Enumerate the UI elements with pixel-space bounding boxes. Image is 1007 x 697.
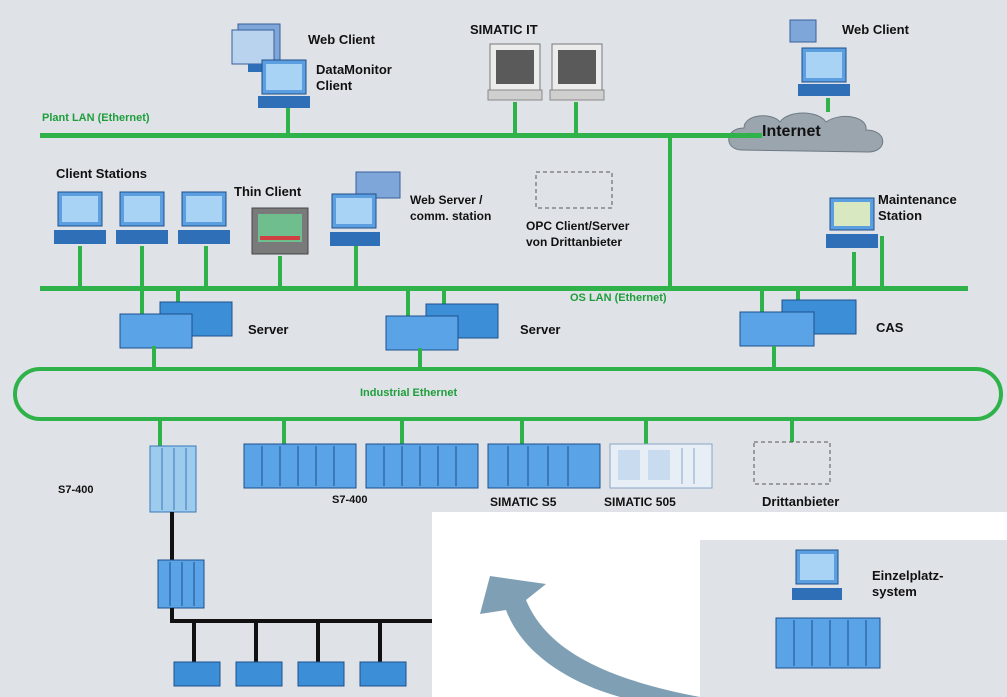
s7-400-left-icon <box>149 445 197 513</box>
fieldbus-drop-2 <box>254 619 258 663</box>
server-mid-to-ring <box>418 348 422 368</box>
os-lan-label: OS LAN (Ethernet) <box>570 292 667 304</box>
io-module-icon <box>157 559 205 609</box>
web-client-top-label: Web Client <box>308 32 375 47</box>
internet-label: Internet <box>762 123 821 140</box>
fieldbus-line <box>170 619 432 623</box>
server-mid-label: Server <box>520 322 561 337</box>
thin-client-label: Thin Client <box>234 184 302 199</box>
industrial-ethernet-ring <box>13 367 1003 421</box>
client-station-2-icon <box>116 191 168 244</box>
industrial-ethernet-label: Industrial Ethernet <box>360 387 458 399</box>
third-party-label: Drittanbieter <box>762 494 840 509</box>
plant-lan-label: Plant LAN (Ethernet) <box>42 112 150 124</box>
client-station-1-icon <box>54 191 106 244</box>
web-server-label: Web Server / comm. station <box>410 193 492 223</box>
opc-client-label: OPC Client/Server von Drittanbieter <box>526 219 630 249</box>
drop-thin-client <box>278 256 282 288</box>
drop-client-1 <box>78 246 82 288</box>
drop-maintenance <box>852 252 856 288</box>
drop-server-mid-a <box>406 288 410 316</box>
fieldbus-drop-3 <box>316 619 320 663</box>
drop-client-2 <box>140 246 144 288</box>
field-device-1-icon <box>173 661 221 687</box>
datamonitor-pc-icon <box>258 59 310 108</box>
drop-web-client-right <box>826 98 830 112</box>
opc-client-placeholder-icon <box>535 171 613 209</box>
internet-cloud-icon <box>728 112 884 153</box>
drop-web-server <box>354 246 358 288</box>
s7-400-mid-label: S7-400 <box>332 494 368 506</box>
drop-client-3 <box>204 246 208 288</box>
riser-plant-to-os <box>668 133 672 288</box>
server-left-label: Server <box>248 322 289 337</box>
simatic-s5-icon <box>487 443 601 489</box>
simatic-s5-label: SIMATIC S5 <box>490 495 557 509</box>
web-client-right-label: Web Client <box>842 22 909 37</box>
drop-simatic-s5 <box>520 418 524 444</box>
fieldbus-drop-4 <box>378 619 382 663</box>
cas-server-icon <box>739 299 857 347</box>
s7-400-left-label: S7-400 <box>58 484 94 496</box>
simatic-505-label: SIMATIC 505 <box>604 495 676 509</box>
server-left-to-ring <box>152 346 156 368</box>
plant-lan-bus <box>40 133 762 138</box>
drop-server-left-a <box>140 288 144 316</box>
drop-cas-a <box>760 288 764 316</box>
third-party-placeholder-icon <box>753 441 831 485</box>
drop-cas-b <box>796 288 800 306</box>
cas-to-ring <box>772 346 776 368</box>
client-station-3-icon <box>178 191 230 244</box>
web-client-right-icon <box>789 19 850 96</box>
drop-s7-400-mid-1 <box>282 418 286 444</box>
simatic-505-icon <box>609 443 713 489</box>
simatic-it-pc-1-icon <box>487 43 543 101</box>
drop-s7-400-mid-2 <box>400 418 404 444</box>
drop-simatic-it-1 <box>513 102 517 136</box>
maintenance-station-icon <box>826 197 878 248</box>
web-server-icon <box>330 171 401 246</box>
s7-400-mid-rack-1-icon <box>243 443 357 489</box>
field-device-3-icon <box>297 661 345 687</box>
curved-arrow-icon <box>480 576 700 697</box>
drop-third-party <box>790 418 794 442</box>
drop-simatic-it-2 <box>574 102 578 136</box>
io-to-fieldbus-line <box>170 608 174 622</box>
cas-label: CAS <box>876 320 904 335</box>
field-device-4-icon <box>359 661 407 687</box>
engineering-station-icon <box>775 549 881 669</box>
server-mid-icon <box>385 303 499 351</box>
engineering-system-label: Einzelplatz- system <box>872 568 944 599</box>
drop-simatic-505 <box>644 418 648 444</box>
datamonitor-client-label: DataMonitor Client <box>316 62 392 93</box>
simatic-it-pc-2-icon <box>549 43 605 101</box>
web-client-top-icon <box>231 23 281 72</box>
drop-server-mid-b <box>442 288 446 306</box>
server-left-icon <box>119 301 233 349</box>
field-device-2-icon <box>235 661 283 687</box>
drop-datamonitor <box>286 108 290 136</box>
client-stations-label: Client Stations <box>56 166 148 181</box>
fieldbus-drop-1 <box>192 619 196 663</box>
s7-400-mid-rack-2-icon <box>365 443 479 489</box>
s7-to-io-line <box>170 512 174 560</box>
os-lan-bus <box>40 286 968 291</box>
thin-client-icon <box>251 207 309 255</box>
simatic-it-label: SIMATIC IT <box>470 22 538 37</box>
maintenance-station-label: Maintenance Station <box>878 192 957 223</box>
drop-server-left-b <box>176 288 180 306</box>
drop-s7-400-left <box>158 418 162 446</box>
drop-maintenance-2 <box>880 236 884 288</box>
